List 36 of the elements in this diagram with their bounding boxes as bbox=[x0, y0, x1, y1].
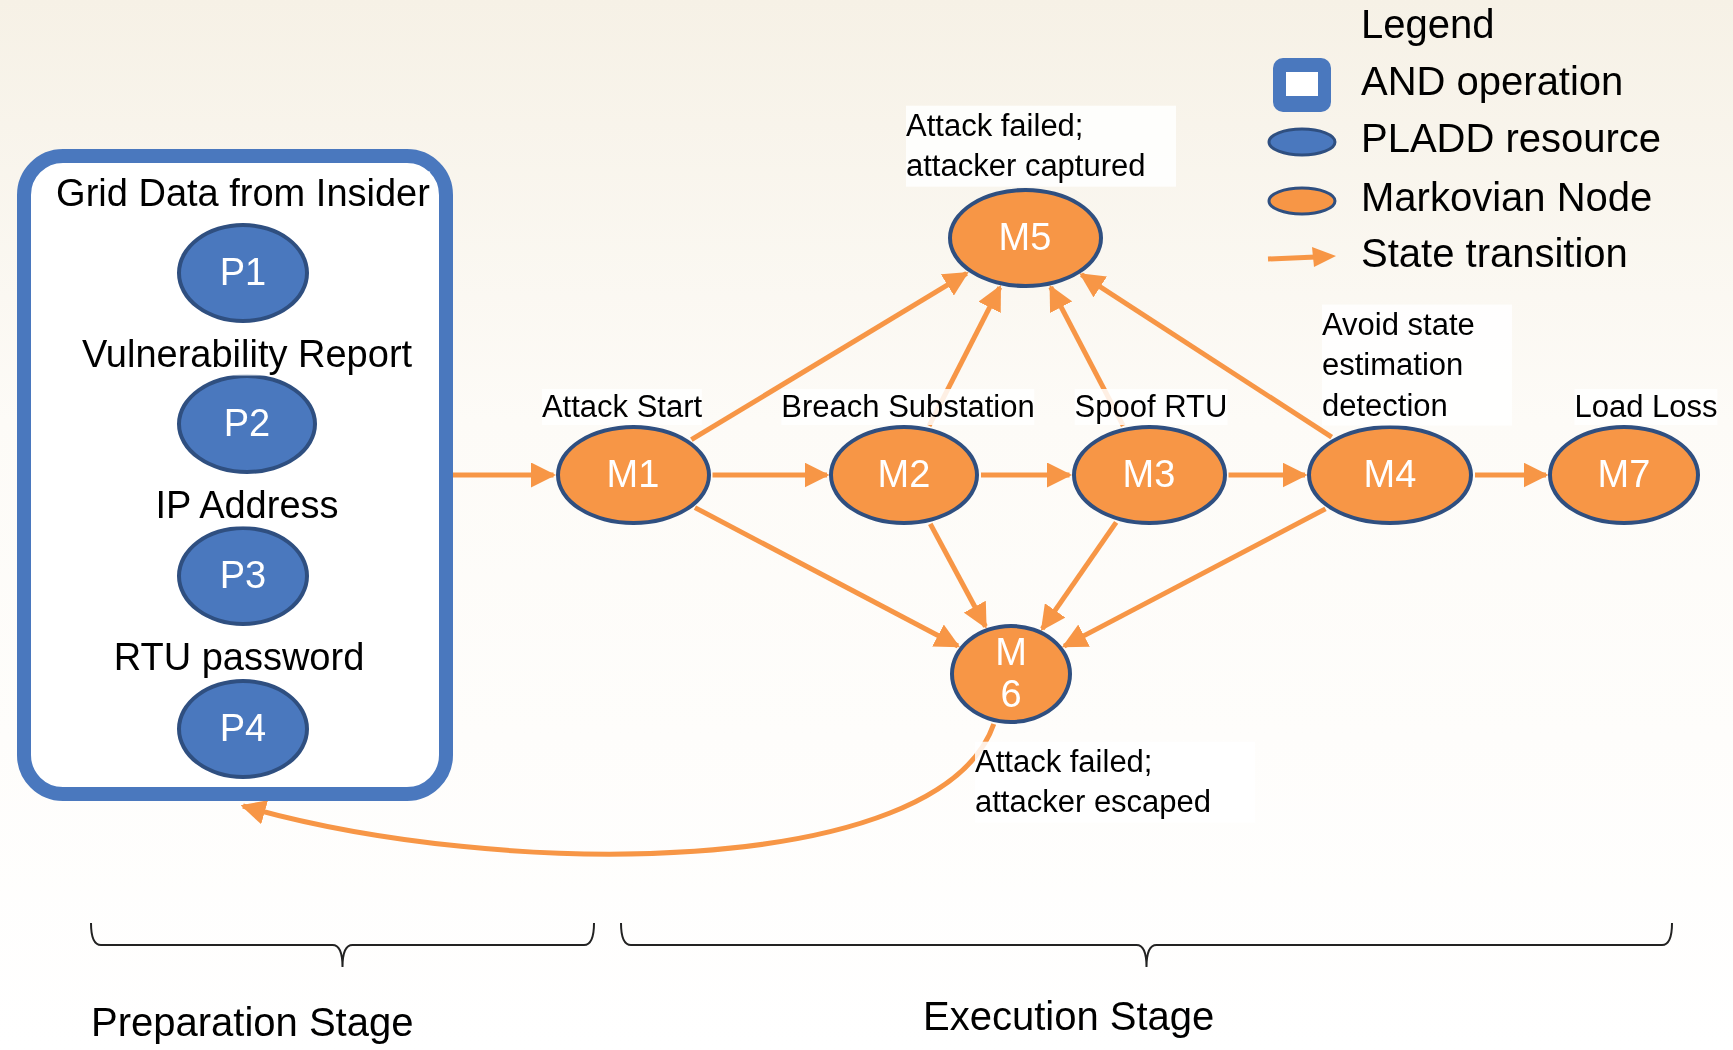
node-label: P3 bbox=[219, 555, 267, 597]
arrow bbox=[1079, 272, 1334, 440]
node-caption: Breach Substation bbox=[781, 389, 1035, 425]
node-label: P1 bbox=[219, 252, 267, 294]
node-label: M7 bbox=[1597, 454, 1651, 496]
legend-title: Legend bbox=[1361, 2, 1495, 47]
arrow bbox=[712, 462, 830, 488]
legend-label: State transition bbox=[1361, 231, 1628, 276]
legend-label: Markovian Node bbox=[1361, 175, 1653, 220]
arrow bbox=[1475, 462, 1549, 488]
node-caption: Avoid state estimation detection bbox=[1322, 304, 1512, 426]
node-label: M1 bbox=[606, 454, 660, 496]
node-label: P4 bbox=[219, 708, 267, 750]
node-caption: Attack Start bbox=[541, 389, 703, 425]
stage-label: Preparation Stage bbox=[91, 1000, 414, 1045]
arrow bbox=[693, 505, 961, 649]
node-label: M2 bbox=[877, 454, 931, 496]
and-operation-box bbox=[17, 149, 453, 801]
arrow bbox=[1061, 506, 1327, 649]
node-label: M4 bbox=[1363, 454, 1417, 496]
arrow bbox=[453, 462, 556, 488]
arrow bbox=[690, 271, 969, 442]
node-label: M 6 bbox=[994, 632, 1028, 716]
legend-label: PLADD resource bbox=[1361, 116, 1662, 161]
node-label: P2 bbox=[223, 403, 271, 445]
legend-label: AND operation bbox=[1361, 59, 1624, 104]
node-label: M3 bbox=[1122, 454, 1176, 496]
node-label: M5 bbox=[998, 217, 1052, 259]
arrow bbox=[1228, 462, 1308, 488]
node-caption: Attack failed; attacker captured bbox=[906, 105, 1176, 187]
stage-label: Execution Stage bbox=[923, 994, 1215, 1039]
arrow bbox=[928, 522, 988, 629]
node-caption: Load Loss bbox=[1574, 389, 1718, 425]
arrow bbox=[240, 722, 996, 857]
arrow bbox=[981, 462, 1072, 488]
node-caption: Spoof RTU bbox=[1074, 389, 1228, 425]
